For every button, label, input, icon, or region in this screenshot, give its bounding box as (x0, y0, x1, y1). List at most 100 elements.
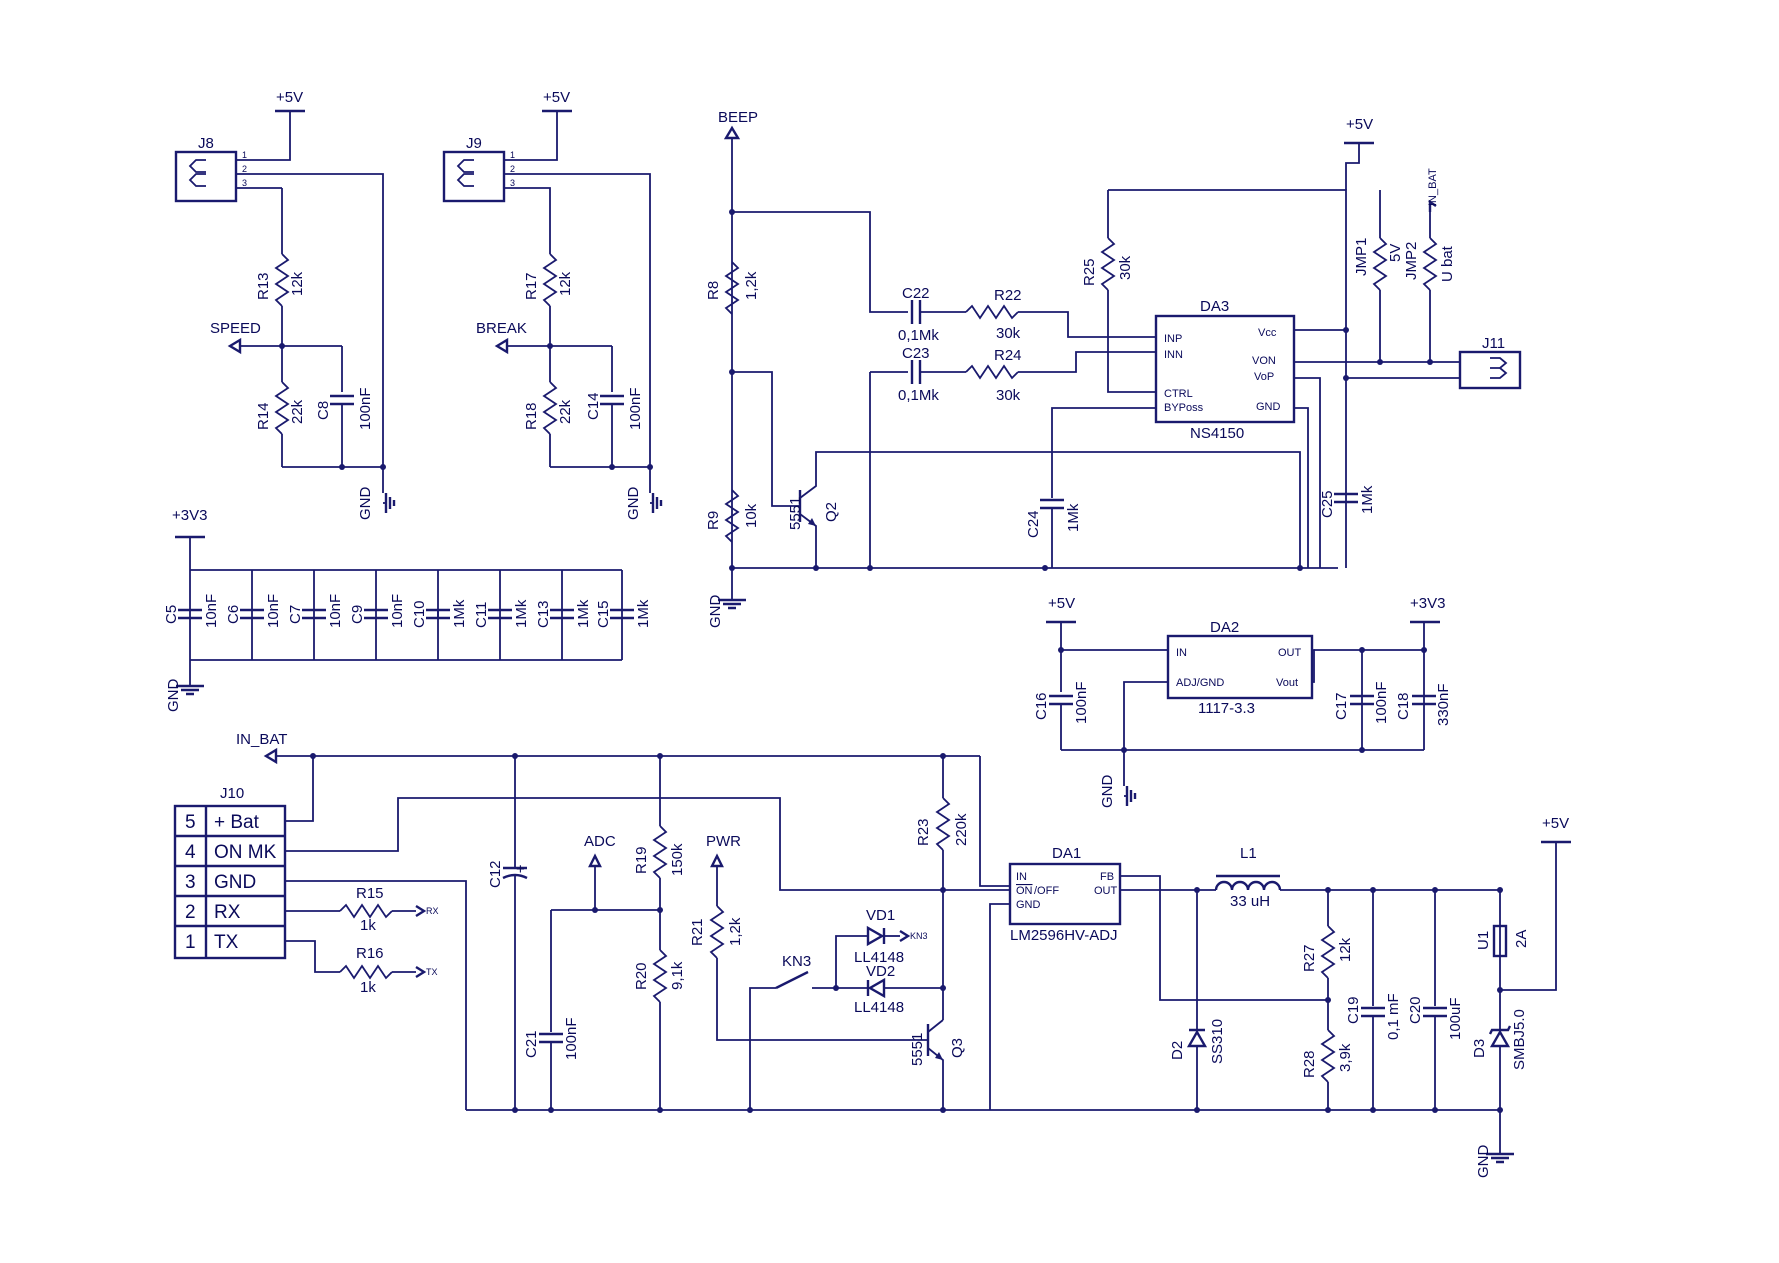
da2-pin-vout: Vout (1276, 677, 1298, 689)
c8-label: C8 (315, 401, 332, 420)
c13-capacitor: C13 1Mk (535, 599, 592, 628)
j11-contacts (1490, 357, 1508, 379)
r19-resistor (652, 825, 668, 879)
jmp1-value: 5V (1387, 244, 1404, 262)
plus5v-label: +5V (276, 89, 303, 106)
da1-pin-off: /OFF (1034, 885, 1059, 897)
pin-number: 3 (510, 178, 515, 188)
u1-label: U1 (1475, 931, 1492, 950)
r18-value: 22k (557, 399, 574, 424)
jmp2-value: U bat (1439, 245, 1456, 282)
r23-resistor (935, 797, 951, 851)
j9-label: J9 (466, 135, 482, 152)
pin-number: 3 (242, 178, 247, 188)
c16-value: 100nF (1073, 681, 1090, 724)
j10-row-number: 5 (185, 812, 196, 833)
audio-amplifier-block: BEEP R8 1,2k R9 10k GND 5551 Q2 C22 0,1M… (705, 109, 1522, 628)
c9-value: 10nF (389, 594, 406, 628)
vd2-label: VD2 (866, 963, 895, 980)
r20-label: R20 (633, 962, 650, 990)
plus5v-label: +5V (1542, 815, 1569, 832)
kn3-net-flag (899, 929, 911, 943)
j10-row-label: GND (214, 872, 256, 893)
d2-diode (1186, 1028, 1208, 1048)
plus5v-label: +5V (1346, 116, 1373, 133)
d2-label: D2 (1169, 1041, 1186, 1060)
c14-label: C14 (585, 392, 602, 420)
r27-value: 12k (1337, 937, 1354, 962)
j10-row-label: RX (214, 902, 241, 923)
speed-net-flag (227, 337, 242, 355)
q2-transistor: 5551 Q2 (787, 451, 1301, 568)
da1-pin-out: OUT (1094, 885, 1118, 897)
in-bat-label: IN_BAT (236, 731, 287, 748)
da2-pin-out: OUT (1278, 647, 1302, 659)
pwr-net-flag (710, 853, 724, 868)
svg-text:+: + (516, 861, 525, 878)
tx-net-flag (415, 965, 427, 979)
c9-label: C9 (349, 605, 366, 624)
jmp2-jumper (1422, 237, 1438, 291)
plus3v3-label: +3V3 (172, 507, 207, 524)
c17-label: C17 (1333, 692, 1350, 720)
ldo-regulator-block: +5V DA2 1117-3.3 IN ADJ/GND OUT Vout C16… (1033, 595, 1452, 808)
c5-label: C5 (163, 605, 180, 624)
c23-value: 0,1Mk (898, 387, 939, 404)
pin-number: 2 (242, 164, 247, 174)
adc-net-flag (588, 853, 602, 868)
da1-ic-body (1008, 862, 1122, 926)
da1-pin-on: ON (1016, 885, 1033, 897)
r8-resistor (724, 261, 740, 315)
in-bat-label: IN_BAT (1427, 168, 1439, 206)
c13-label: C13 (535, 600, 552, 628)
da3-label: DA3 (1200, 298, 1229, 315)
vd1-label: VD1 (866, 907, 895, 924)
gnd-symbol (651, 493, 663, 513)
r22-value: 30k (996, 325, 1021, 342)
da3-pin-vcc: Vcc (1258, 327, 1277, 339)
r8-label: R8 (705, 281, 722, 300)
c11-value: 1Mk (513, 599, 530, 628)
j9-connector-body (442, 150, 506, 203)
power-supply-block: IN_BAT J10 5 + Bat 4 ON MK 3 GND 2 RX 1 … (173, 731, 1571, 1178)
r17-label: R17 (523, 272, 540, 300)
l1-inductor (1214, 880, 1282, 891)
c18-label: C18 (1395, 692, 1412, 720)
r15-value: 1k (360, 917, 376, 934)
c15-label: C15 (595, 600, 612, 628)
da3-pin-vop: VoP (1254, 371, 1274, 383)
c10-value: 1Mk (451, 599, 468, 628)
c12-label: C12 (487, 860, 504, 888)
da3-pin-von: VON (1252, 355, 1276, 367)
q2-label: Q2 (823, 502, 840, 522)
r9-value: 10k (743, 503, 760, 528)
r25-label: R25 (1081, 258, 1098, 286)
d3-label: D3 (1471, 1039, 1488, 1058)
r23-value: 220k (953, 813, 970, 846)
c22-value: 0,1Mk (898, 327, 939, 344)
plus5v-label: +5V (543, 89, 570, 106)
gnd-label: GND (625, 487, 642, 521)
d2-value: SS310 (1209, 1019, 1226, 1064)
da1-part: LM2596HV-ADJ (1010, 927, 1118, 944)
da2-pin-adj: ADJ/GND (1176, 677, 1224, 689)
da3-ic-body (1154, 314, 1296, 424)
j8-contacts (188, 159, 206, 187)
j10-row-number: 1 (185, 932, 196, 953)
c16-label: C16 (1033, 692, 1050, 720)
jmp1-label: JMP1 (1353, 238, 1370, 276)
r27-label: R27 (1301, 944, 1318, 972)
tx-label: TX (426, 967, 438, 977)
beep-net-flag (723, 125, 741, 140)
da2-part: 1117-3.3 (1198, 700, 1255, 717)
r20-resistor (652, 949, 668, 1003)
c5-value: 10nF (203, 594, 220, 628)
j10-row-label: ON MK (214, 842, 277, 863)
vd1-value: LL4148 (854, 949, 904, 966)
r21-resistor (709, 905, 725, 959)
gnd-symbol (176, 684, 204, 696)
r15-label: R15 (356, 885, 384, 902)
da1-pin-fb: FB (1100, 871, 1114, 883)
gnd-symbol (384, 493, 396, 513)
plus3v3-label: +3V3 (1410, 595, 1445, 612)
